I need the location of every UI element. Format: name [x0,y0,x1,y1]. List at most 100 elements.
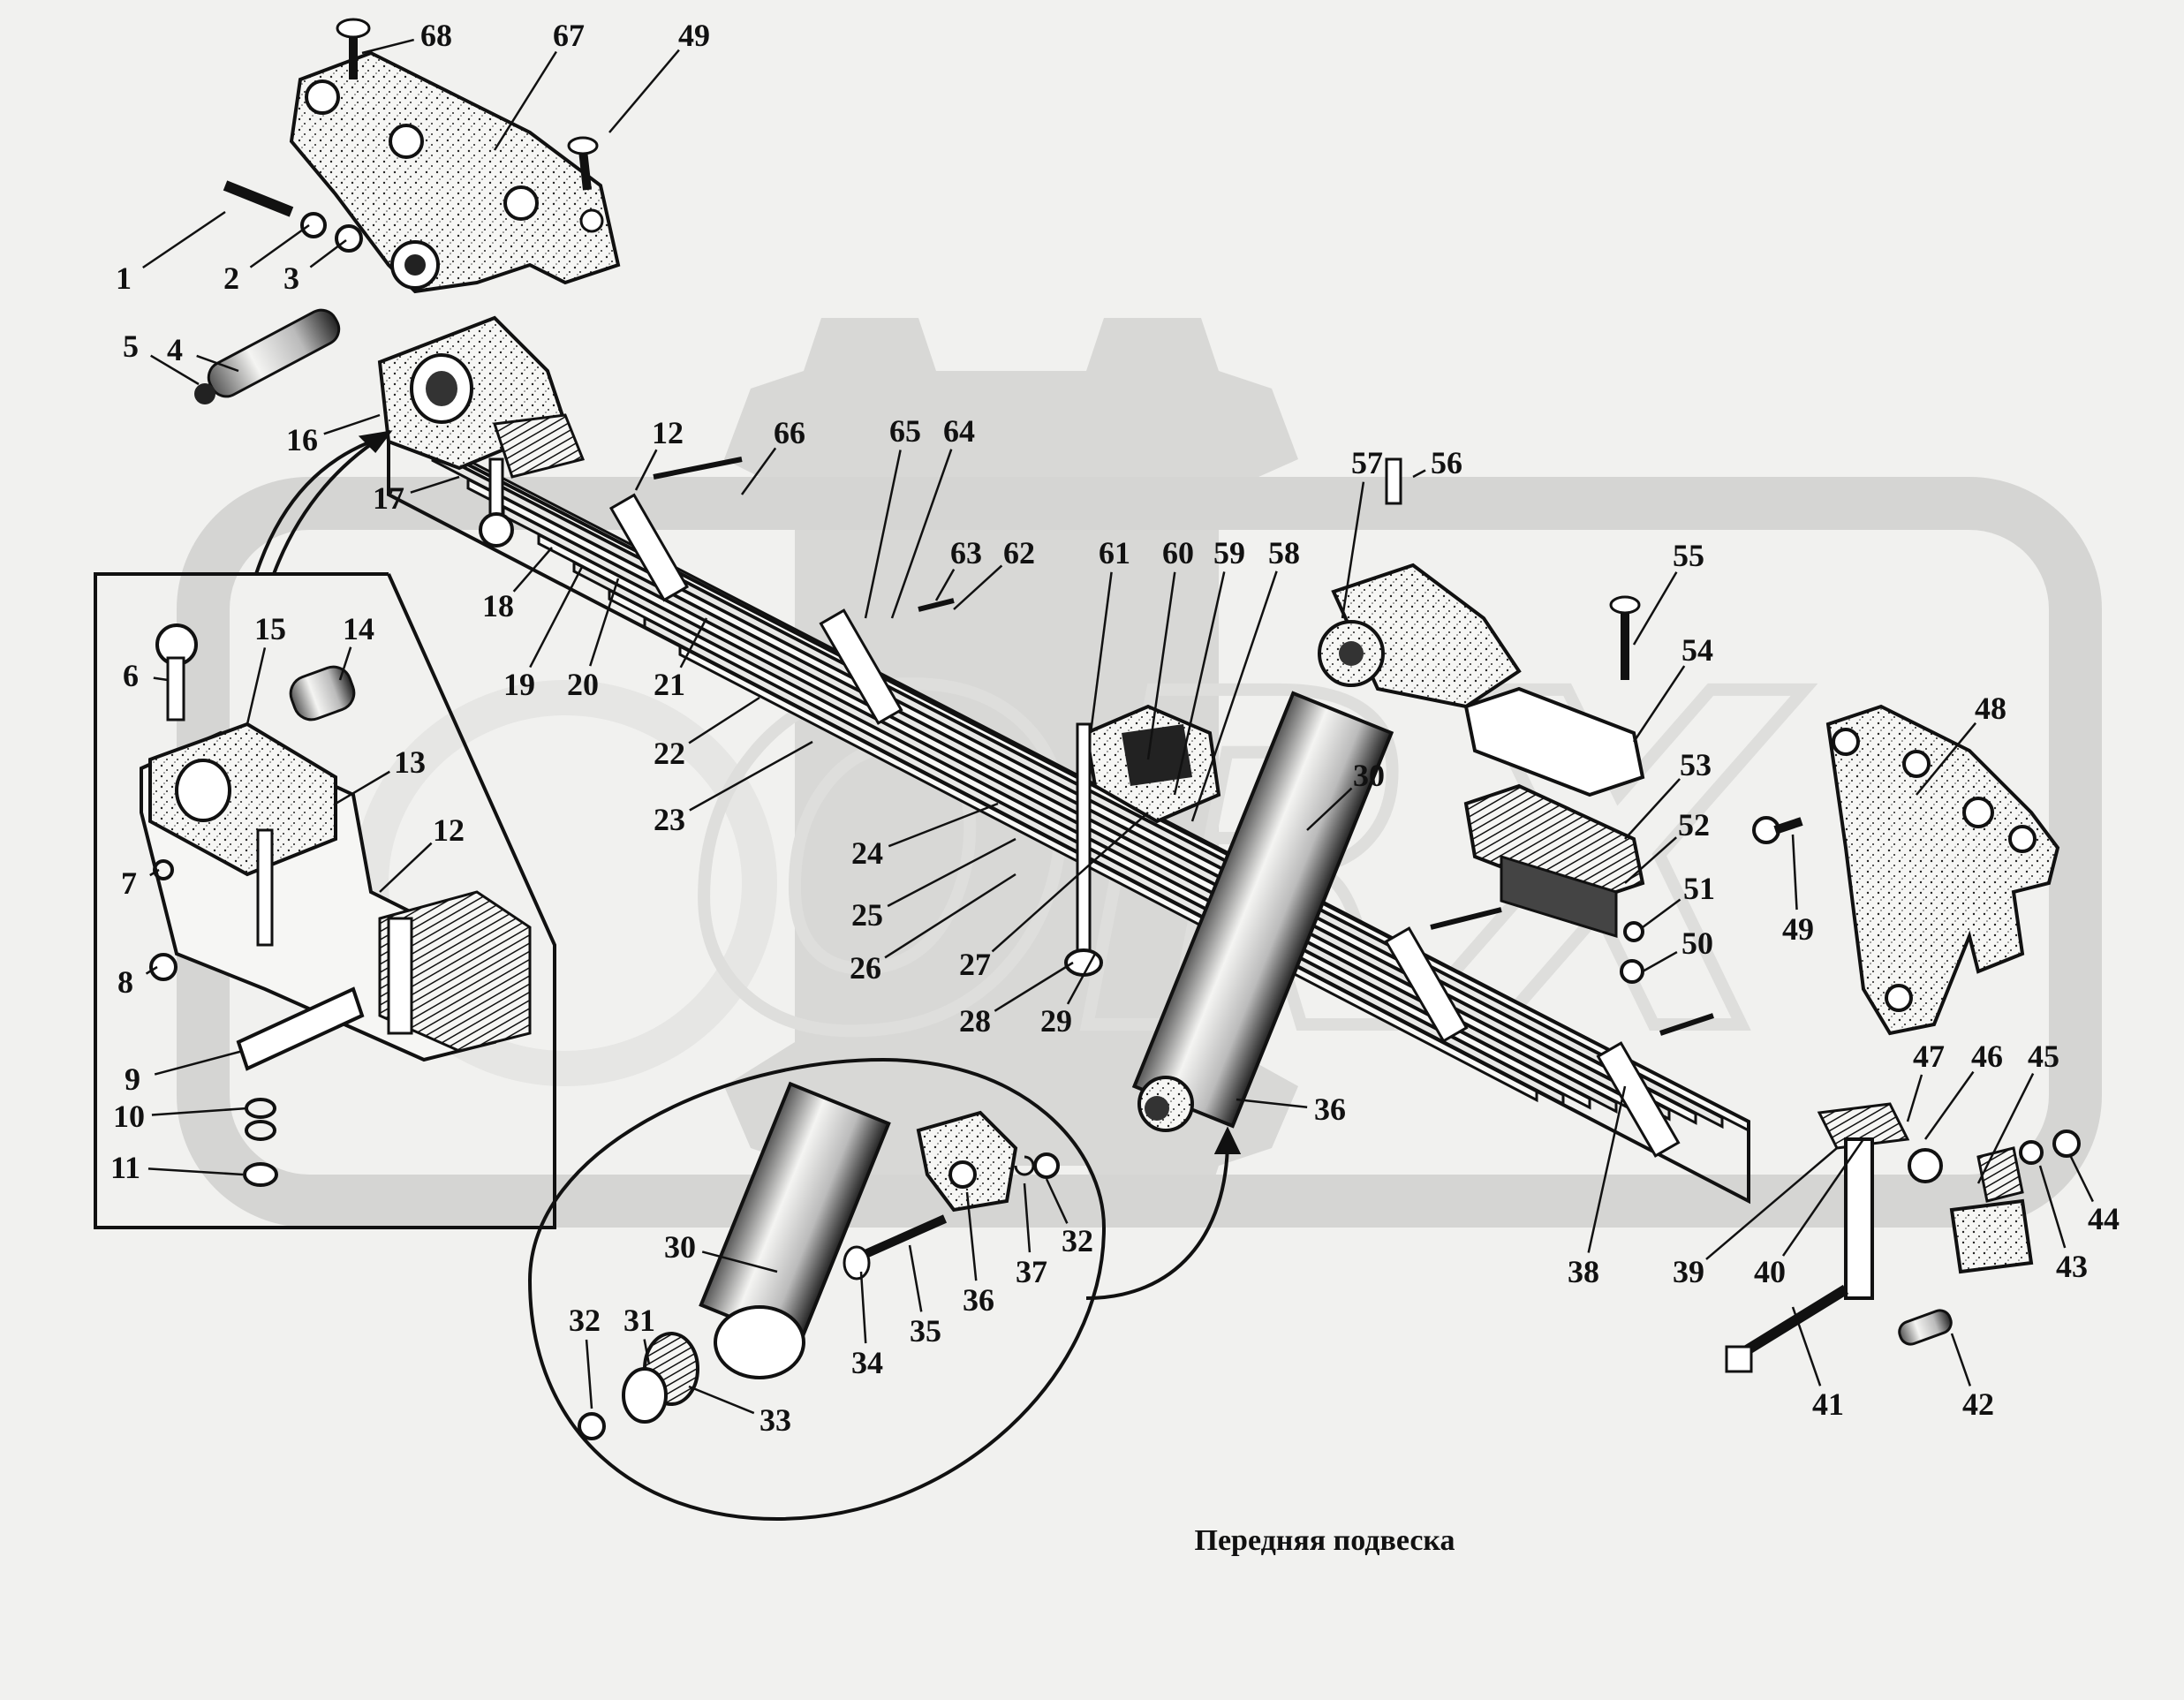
leader-4 [196,354,239,373]
callout-17: 17 [373,480,404,516]
leader-24 [888,802,999,848]
callout-23: 23 [654,802,685,837]
leader-36b [965,1191,978,1281]
callout-24: 24 [851,835,883,871]
callout-25: 25 [851,897,883,933]
callout-8: 8 [117,964,133,1000]
leader-32b [1045,1178,1069,1224]
callout-57: 57 [1351,445,1383,480]
callout-38: 38 [1568,1254,1599,1289]
leader-15 [246,647,267,725]
callout-6: 6 [123,658,139,693]
leader-41 [1791,1306,1822,1386]
leader-32a [585,1339,593,1409]
callout-4: 4 [167,332,183,367]
leader-49a [608,49,680,133]
leader-18 [512,547,553,593]
callout-46: 46 [1971,1039,2003,1074]
leader-45 [1976,1073,2035,1184]
leader-29 [1066,953,1097,1005]
callout-12b: 12 [433,812,465,848]
leader-1 [142,210,226,269]
leader-43 [2038,1165,2067,1249]
leader-51 [1642,898,1681,929]
leader-9 [154,1049,244,1076]
leader-7 [149,868,160,877]
callout-33: 33 [759,1402,791,1438]
leader-68 [361,38,415,55]
leader-53 [1624,778,1681,840]
leader-64 [890,449,953,619]
leader-48 [1916,722,1977,796]
callout-12a: 12 [652,415,684,450]
callout-55: 55 [1673,538,1704,573]
pin [194,308,341,404]
callout-39: 39 [1673,1254,1704,1289]
leader-8 [145,965,158,975]
leader-28 [994,961,1074,1012]
leader-60 [1146,571,1176,760]
rear-spring-end [1725,1102,2081,1373]
leader-59 [1173,571,1226,796]
callout-13: 13 [394,744,426,780]
leader-12b [379,842,433,893]
callout-10: 10 [113,1099,145,1134]
leader-44 [2069,1156,2094,1203]
leader-17 [410,475,460,494]
callout-52: 52 [1678,807,1710,842]
callout-32a: 32 [569,1303,601,1338]
leader-40 [1781,1138,1865,1257]
leader-14 [338,646,352,681]
callout-67: 67 [553,18,585,53]
leader-3 [309,238,347,268]
leader-61 [1089,571,1113,734]
leader-27 [991,812,1149,953]
callout-37: 37 [1016,1254,1047,1289]
callout-19: 19 [503,667,535,702]
callout-1: 1 [116,261,132,296]
callout-49a: 49 [678,18,710,53]
callout-16: 16 [286,422,318,457]
callout-58: 58 [1268,535,1300,570]
callout-29: 29 [1040,1003,1072,1039]
leader-39 [1705,1147,1838,1260]
callout-2: 2 [223,261,239,296]
callout-56: 56 [1431,445,1462,480]
callout-54: 54 [1681,632,1713,668]
leader-38 [1587,1085,1627,1253]
leader-13 [335,770,390,805]
rear-bracket [1752,704,2060,1036]
callout-36b: 36 [963,1282,994,1318]
leader-20 [589,578,620,667]
leader-58 [1190,570,1278,822]
leader-56 [1412,469,1426,479]
callout-50: 50 [1681,926,1713,961]
leader-30a [1306,787,1353,831]
callout-32b: 32 [1062,1223,1093,1258]
callout-18: 18 [482,588,514,623]
callout-59: 59 [1213,535,1245,570]
leader-31 [643,1339,651,1365]
callout-51: 51 [1683,871,1715,906]
callout-65: 65 [889,413,921,449]
callout-36a: 36 [1314,1092,1346,1127]
callout-63: 63 [950,535,982,570]
leader-36a [1236,1098,1308,1108]
callout-30b: 30 [664,1229,696,1265]
leader-23 [689,740,813,812]
callout-40: 40 [1754,1254,1786,1289]
callout-45: 45 [2028,1039,2059,1074]
callout-15: 15 [254,611,286,646]
callout-31: 31 [623,1303,655,1338]
callout-62: 62 [1003,535,1035,570]
front-bracket [223,18,621,294]
leader-63 [934,568,956,601]
spring-clips [608,457,1714,1158]
leader-16 [323,413,381,435]
callout-61: 61 [1099,535,1130,570]
callout-26: 26 [850,950,881,986]
leader-10 [151,1107,248,1116]
leader-42 [1950,1333,1972,1386]
diagram-caption: Передняя подвеска [1194,1524,1455,1557]
